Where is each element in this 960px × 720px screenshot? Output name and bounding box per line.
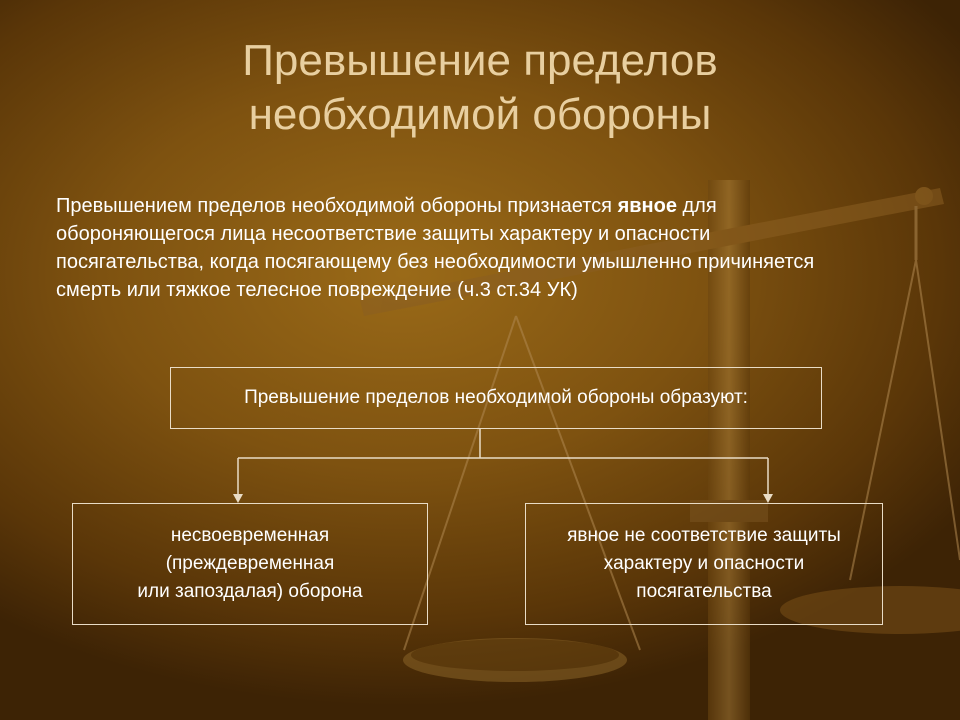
left-box: несвоевременная (преждевременная или зап… xyxy=(72,503,428,625)
definition-after: для обороняющегося лица несоответствие з… xyxy=(56,195,815,301)
right-box: явное не соответствие защиты характеру и… xyxy=(525,503,883,625)
left-box-line-3: или запоздалая) оборона xyxy=(137,581,363,602)
left-box-text: несвоевременная (преждевременная или зап… xyxy=(137,522,362,606)
definition-text: Превышением пределов необходимой обороны… xyxy=(56,192,856,304)
definition-emphasis: явное xyxy=(617,195,677,217)
right-box-line-2: характеру и опасности xyxy=(603,553,805,574)
right-box-line-3: посягательства xyxy=(636,581,772,602)
main-box-label: Превышение пределов необходимой обороны … xyxy=(244,387,748,408)
left-box-line-1: несвоевременная xyxy=(170,525,330,546)
definition-before: Превышением пределов необходимой обороны… xyxy=(56,195,618,217)
left-box-line-2: (преждевременная xyxy=(165,553,335,574)
title-line-1: Превышение пределов xyxy=(242,36,718,85)
slide-title: Превышение пределов необходимой обороны xyxy=(0,34,960,142)
right-box-line-1: явное не соответствие защиты xyxy=(567,525,841,546)
main-box: Превышение пределов необходимой обороны … xyxy=(170,367,822,429)
title-line-2: необходимой обороны xyxy=(248,90,712,139)
right-box-text: явное не соответствие защиты характеру и… xyxy=(567,522,841,606)
